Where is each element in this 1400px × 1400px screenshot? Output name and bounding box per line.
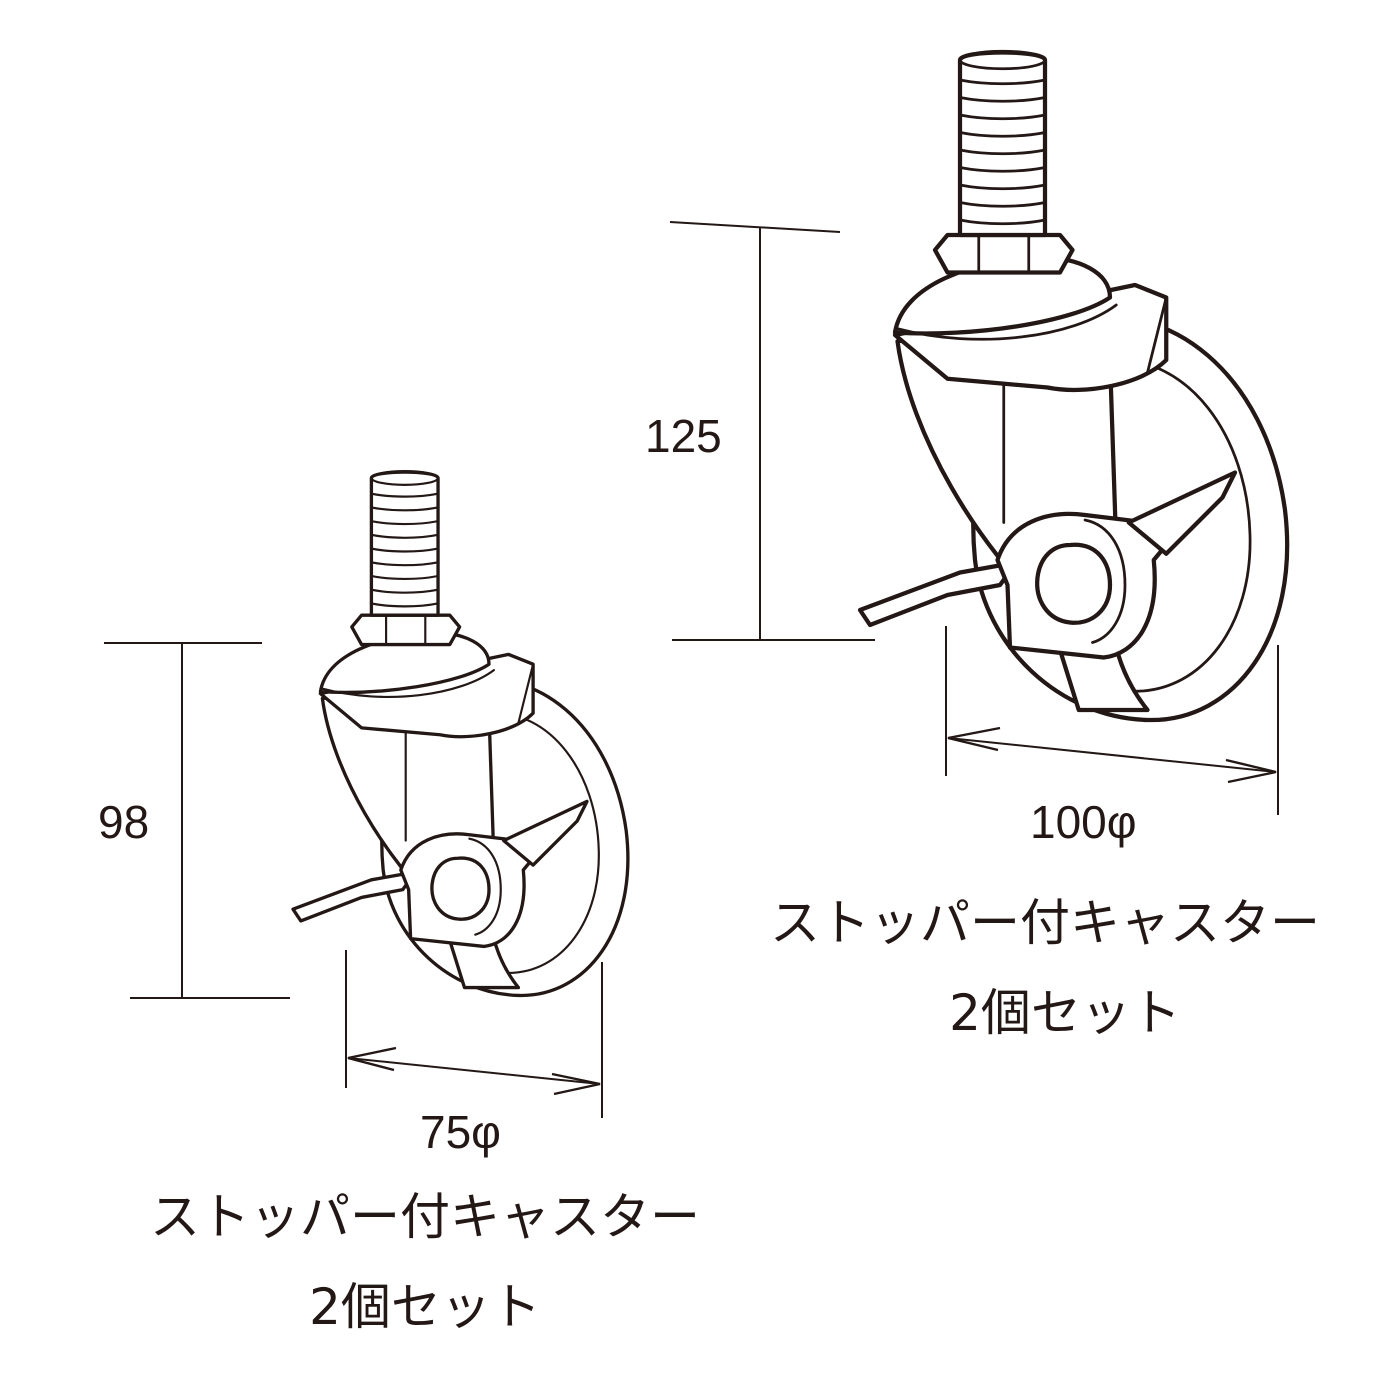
large-caption-line1: ストッパー付キャスター xyxy=(770,894,1320,952)
small-diameter-dimension xyxy=(345,950,603,1118)
small-caption-line2: 2個セット xyxy=(309,1278,541,1336)
large-diameter-label: 100φ xyxy=(1030,796,1137,848)
large-height-label: 125 xyxy=(645,410,722,462)
small-height-dimension xyxy=(104,642,290,999)
large-caption-line2: 2個セット xyxy=(949,984,1181,1042)
small-caster-drawing xyxy=(291,469,630,998)
small-caption-line1: ストッパー付キャスター xyxy=(150,1188,700,1246)
small-diameter-label: 75φ xyxy=(420,1106,501,1158)
small-height-label: 98 xyxy=(98,796,149,848)
large-caster-drawing xyxy=(860,51,1287,720)
large-diameter-dimension xyxy=(945,626,1279,815)
large-height-dimension xyxy=(669,221,875,641)
